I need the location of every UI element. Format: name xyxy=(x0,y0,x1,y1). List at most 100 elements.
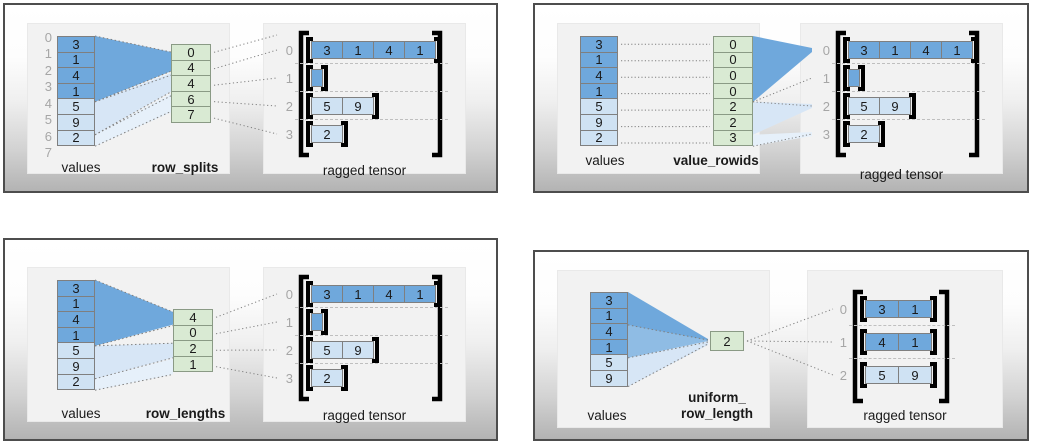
ragged-cell: 1 xyxy=(404,41,436,59)
encoding-cell: 4 xyxy=(171,75,211,92)
ragged-row-index: 0 xyxy=(285,43,293,58)
encoding-cell: 4 xyxy=(173,309,213,326)
value-index: 7 xyxy=(44,145,52,161)
encoding-cell: 6 xyxy=(171,90,211,108)
ragged-cell: 2 xyxy=(848,125,880,143)
encoding-cell: 2 xyxy=(713,113,753,131)
ragged-cell: 3 xyxy=(311,285,343,303)
ragged-cell xyxy=(311,69,323,87)
value-cell: 1 xyxy=(57,51,95,69)
ragged-cell: 5 xyxy=(311,341,343,359)
value-cell: 1 xyxy=(590,307,628,325)
ragged-caption: ragged tensor xyxy=(859,167,944,182)
value-cell: 5 xyxy=(580,98,618,115)
ragged-row-index: 0 xyxy=(822,43,830,58)
ragged-row: 2 xyxy=(311,369,343,387)
value-index: 0 xyxy=(44,30,52,45)
value-index: 4 xyxy=(44,95,52,111)
value-cell: 1 xyxy=(57,82,95,100)
row-separator xyxy=(295,119,448,120)
ragged-row xyxy=(311,313,323,331)
value-cell: 1 xyxy=(590,338,628,356)
value-cell: 1 xyxy=(580,82,618,100)
value-cell: 5 xyxy=(57,98,95,115)
ragged-row-index: 2 xyxy=(285,99,293,114)
encoding-cell: 3 xyxy=(713,129,753,147)
ragged-row-index: 2 xyxy=(822,99,830,114)
values-caption: values xyxy=(587,408,627,423)
ragged-cell: 9 xyxy=(342,97,374,115)
ragged-caption: ragged tensor xyxy=(863,408,947,423)
value-cell: 1 xyxy=(580,51,618,69)
row-separator xyxy=(832,119,985,120)
ragged-row-index: 3 xyxy=(285,371,293,386)
encoding-cell: 0 xyxy=(171,44,211,61)
ragged-cell xyxy=(848,69,860,87)
value-cell: 5 xyxy=(590,354,628,371)
ragged-row-index: 2 xyxy=(285,343,293,358)
row-separator xyxy=(295,91,448,92)
ragged-cell: 3 xyxy=(311,41,343,59)
value-index: 6 xyxy=(44,128,52,144)
encoding-cell: 2 xyxy=(173,340,213,357)
value-cell: 9 xyxy=(590,369,628,387)
value-cell: 4 xyxy=(590,323,628,340)
encoding-cell: 0 xyxy=(173,324,213,342)
encoding-cell: 0 xyxy=(713,82,753,100)
ragged-cell: 9 xyxy=(898,366,932,384)
values-caption: values xyxy=(61,160,101,175)
value-cell: 2 xyxy=(57,129,95,147)
value-cell: 4 xyxy=(57,311,95,328)
ragged-row: 2 xyxy=(848,125,880,143)
value-index: 5 xyxy=(44,112,52,128)
encoding-cell: 0 xyxy=(713,36,753,53)
encoding-cell: 0 xyxy=(713,51,753,69)
ragged-cell: 2 xyxy=(311,125,343,143)
value-cell: 2 xyxy=(580,129,618,147)
ragged-row-index: 0 xyxy=(285,287,293,302)
row-separator xyxy=(295,307,448,308)
ragged-row-index: 2 xyxy=(839,368,847,383)
values-caption: values xyxy=(585,153,625,168)
value-cell: 4 xyxy=(580,67,618,84)
ragged-row-index: 1 xyxy=(285,71,293,86)
row-separator xyxy=(832,63,985,64)
value-cell: 4 xyxy=(57,67,95,84)
value-cell: 3 xyxy=(590,292,628,309)
ragged-cell: 5 xyxy=(848,97,880,115)
encoding-cell: 2 xyxy=(713,98,753,115)
ragged-row-index: 1 xyxy=(285,315,293,330)
encoding-caption: row_splits xyxy=(151,160,219,175)
encoding-caption: uniform_ row_length xyxy=(680,390,753,421)
ragged-cell: 3 xyxy=(848,41,880,59)
ragged-cell: 1 xyxy=(898,333,932,351)
ragged-cell: 1 xyxy=(342,41,374,59)
value-cell: 5 xyxy=(57,342,95,359)
ragged-row-index: 3 xyxy=(822,127,830,142)
row-separator xyxy=(832,91,985,92)
value-cell: 1 xyxy=(57,326,95,344)
value-cell: 3 xyxy=(580,36,618,53)
encoding-cell: 7 xyxy=(171,106,211,123)
ragged-cell: 1 xyxy=(898,300,932,318)
ragged-cell: 4 xyxy=(373,285,405,303)
ragged-cell: 1 xyxy=(941,41,973,59)
row-separator xyxy=(295,335,448,336)
value-cell: 9 xyxy=(57,357,95,375)
row-separator xyxy=(849,357,955,359)
